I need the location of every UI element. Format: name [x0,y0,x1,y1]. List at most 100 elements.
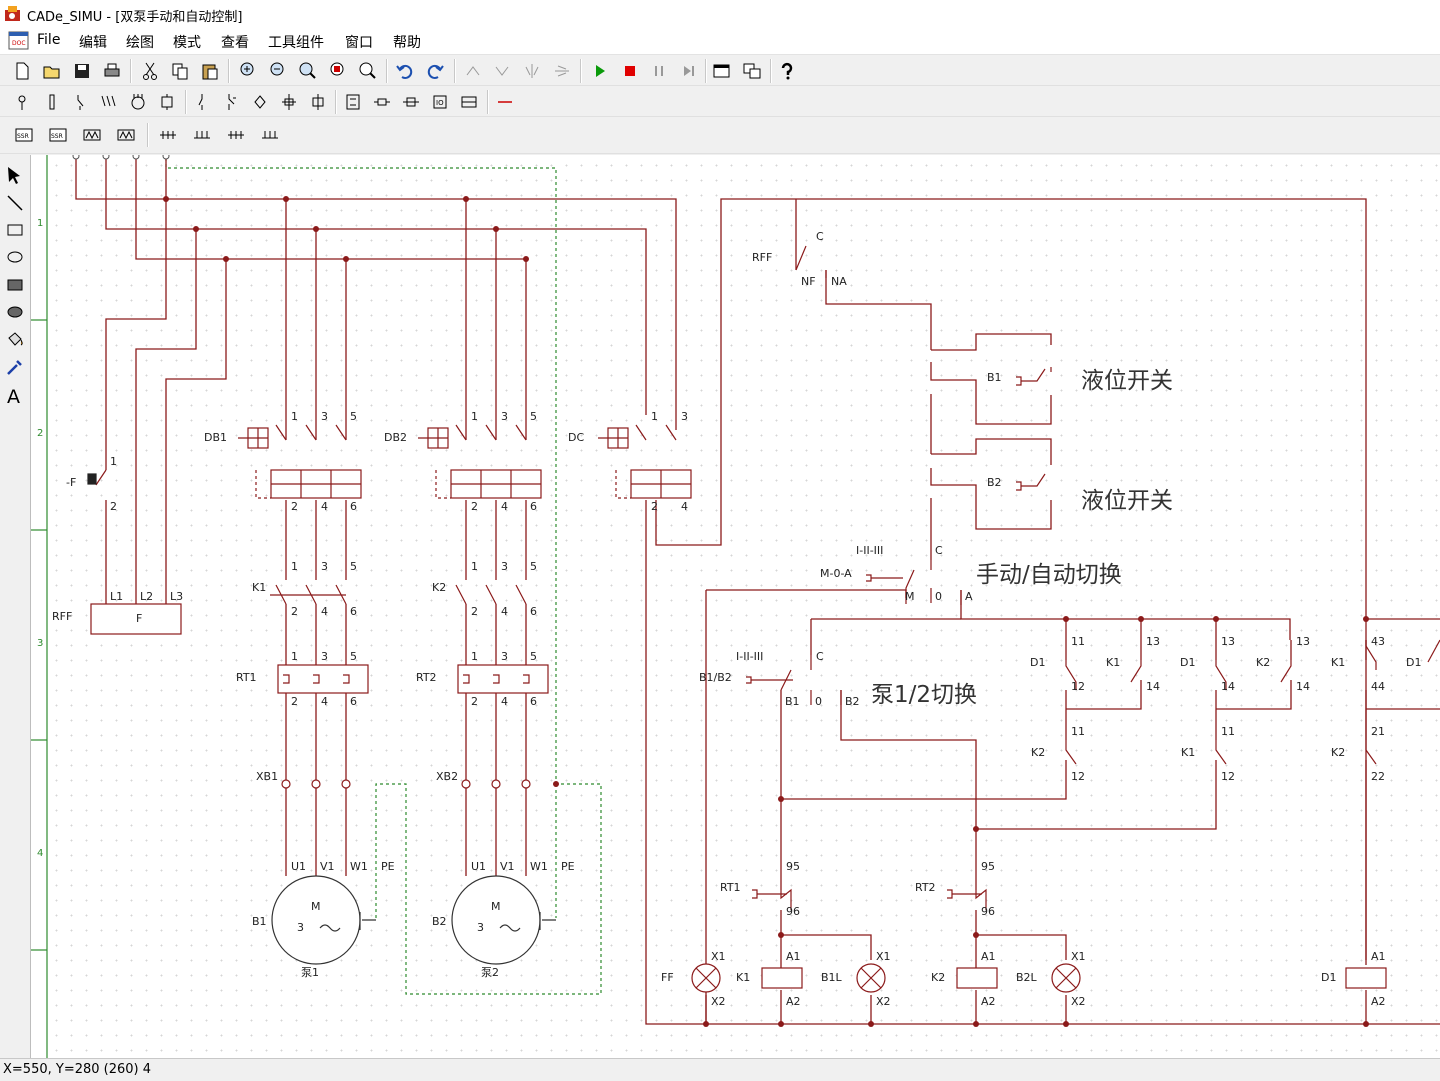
plc-input-icon[interactable] [156,123,180,147]
save-icon[interactable] [70,59,94,83]
terminal-double-icon[interactable] [306,90,330,114]
d1-contact-label: D1 [1406,656,1421,669]
terminal-label: 6 [530,695,537,708]
ssr-three-icon[interactable]: SSR [46,123,70,147]
text-tool-icon[interactable]: A [3,383,27,407]
terminal-label: 1 [291,650,298,663]
zoom-out-icon[interactable] [265,59,289,83]
undo-icon[interactable] [393,59,417,83]
terminal-label: X2 [876,995,891,1008]
paste-icon[interactable] [198,59,222,83]
rt1-contact-label: RT1 [720,881,741,894]
terminal-label: 95 [786,860,800,873]
nc-contact-icon[interactable] [219,90,243,114]
menu-window[interactable]: 窗口 [345,35,373,51]
terminal-label: 3 [501,560,508,573]
ssr-icon[interactable]: SSR [12,123,36,147]
zoom-fit-icon[interactable] [325,59,349,83]
zoom-prev-icon[interactable] [355,59,379,83]
pause-icon[interactable] [647,59,671,83]
heater-icon[interactable] [80,123,104,147]
simulate-start-icon[interactable] [588,59,612,83]
menu-draw[interactable]: 绘图 [126,35,154,51]
copy-icon[interactable] [168,59,192,83]
step-icon[interactable] [677,59,701,83]
three-pole-switch-icon[interactable] [97,90,121,114]
wire-icon[interactable] [493,90,517,114]
plc-block-icon[interactable] [258,123,282,147]
menu-mode[interactable]: 模式 [173,35,201,51]
filled-rectangle-tool-icon[interactable] [3,273,27,297]
no-contact-icon[interactable] [190,90,214,114]
k1-coil-label: K1 [736,971,750,984]
rt2-contact-label: RT2 [915,881,936,894]
sensor-icon[interactable]: IO [428,90,452,114]
open-icon[interactable] [40,59,64,83]
menu-file[interactable]: File [37,32,61,48]
terminal-label: C [816,230,824,243]
fill-bucket-icon[interactable] [3,328,27,352]
coil-icon[interactable] [341,90,365,114]
simulate-stop-icon[interactable] [618,59,642,83]
relay-icon[interactable] [457,90,481,114]
contactor-icon[interactable] [155,90,179,114]
menu-edit[interactable]: 编辑 [79,35,107,51]
menu-components[interactable]: 工具组件 [268,35,324,51]
terminal-label: A [965,590,973,603]
line-tool-icon[interactable] [3,191,27,215]
fuse-icon[interactable] [40,90,64,114]
terminal-label: 96 [981,905,995,918]
menu-view[interactable]: 查看 [221,35,249,51]
menu-help[interactable]: 帮助 [393,35,421,51]
resistor-icon[interactable] [370,90,394,114]
terminal-label: 4 [321,500,328,513]
cut-icon[interactable] [138,59,162,83]
u1-label: U1 [471,860,486,873]
zoom-window-icon[interactable] [295,59,319,83]
power-circuit-wires [75,158,1440,1025]
v1-label: V1 [320,860,335,873]
schematic-canvas[interactable]: 1 2 3 4 [31,155,1440,1058]
terminal-label: 12 [1221,770,1235,783]
filled-ellipse-tool-icon[interactable] [3,300,27,324]
junction-icon[interactable] [248,90,272,114]
new-icon[interactable] [10,59,34,83]
mode-positions-label: I-II-III [736,650,763,663]
redo-icon[interactable] [423,59,447,83]
heater-three-icon[interactable] [114,123,138,147]
terminal-label: 6 [350,605,357,618]
switch-icon[interactable] [68,90,92,114]
cursor-coordinates: X=550, Y=280 (260) 4 [3,1062,152,1077]
rotate-right-icon[interactable] [490,59,514,83]
ruler-label: 3 [37,638,43,649]
select-arrow-icon[interactable] [3,163,27,187]
zoom-in-icon[interactable] [235,59,259,83]
rectangle-tool-icon[interactable] [3,218,27,242]
terminal-label: 1 [110,455,117,468]
terminal-icon[interactable] [277,90,301,114]
plc-output-icon[interactable] [190,123,214,147]
color-picker-icon[interactable] [3,355,27,379]
window-icon[interactable] [710,59,734,83]
terminal-label: A2 [1371,995,1386,1008]
l3-label: L3 [170,590,183,603]
terminal-label: X1 [711,950,726,963]
plc-relay-icon[interactable] [224,123,248,147]
terminal-label: 3 [321,650,328,663]
window-tile-icon[interactable] [740,59,764,83]
print-icon[interactable] [100,59,124,83]
mode-positions-label: I-II-III [856,544,883,557]
document-icon[interactable]: DOC [8,31,30,51]
help-icon[interactable] [775,59,799,83]
terminal-label: X1 [876,950,891,963]
mirror-icon[interactable] [520,59,544,83]
b1-switch-label: B1 [987,371,1002,384]
ellipse-tool-icon[interactable] [3,245,27,269]
b1l-label: B1L [821,971,843,984]
flip-icon[interactable] [550,59,574,83]
motor-icon[interactable] [126,90,150,114]
power-source-icon[interactable] [10,90,34,114]
rotate-left-icon[interactable] [461,59,485,83]
lamp-icon[interactable] [399,90,423,114]
schematic-drawing[interactable]: 1 2 3 4 [31,155,1440,1058]
